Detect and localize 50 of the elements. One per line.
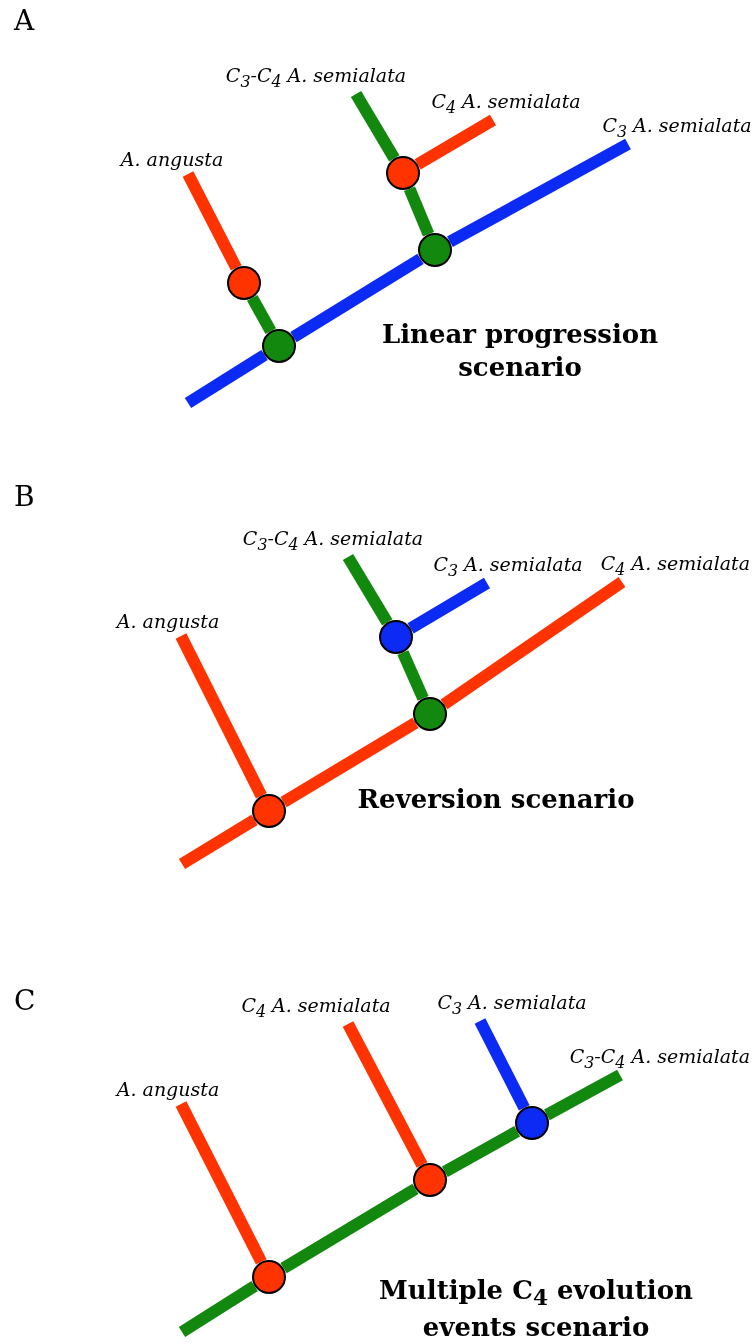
branch-line <box>407 577 491 634</box>
branch-line <box>280 1183 419 1274</box>
taxon-label: A. angusta <box>116 1078 220 1102</box>
scenario-caption: Reversion scenario <box>356 783 636 816</box>
branch-line <box>404 186 434 237</box>
taxon-label: C$_{3}$-C$_{4}$ A. semialata <box>569 1045 750 1073</box>
taxon-label: A. angusta <box>116 610 220 634</box>
panel-letter: C <box>14 984 36 1017</box>
branch-line <box>474 1018 530 1111</box>
taxon-label: A. angusta <box>120 148 224 172</box>
branch-line <box>414 114 497 170</box>
scenario-caption: Multiple C$_{4}$ evolution events scenario <box>378 1274 694 1344</box>
node-circle <box>252 794 286 828</box>
node-circle <box>227 266 261 300</box>
branch-line <box>544 1069 623 1121</box>
branch-line <box>290 253 424 343</box>
branch-line <box>342 1021 428 1168</box>
branch-line <box>178 1281 258 1338</box>
panel-letter: B <box>14 480 35 513</box>
branch-line <box>184 349 268 409</box>
taxon-label: C$_{4}$ A. semialata <box>431 90 581 118</box>
panel-letter: A <box>14 4 35 37</box>
node-circle <box>379 620 413 654</box>
taxon-label: C$_{4}$ A. semialata <box>241 994 391 1022</box>
taxon-label: C$_{3}$ A. semialata <box>433 553 583 581</box>
node-circle <box>386 156 420 190</box>
taxon-label: C$_{3}$-C$_{4}$ A. semialata <box>225 64 407 92</box>
branch-line <box>441 1126 521 1177</box>
node-circle <box>413 1163 447 1197</box>
taxon-label: C$_{3}$ A. semialata <box>437 991 587 1019</box>
taxon-label: C$_{4}$ A. semialata <box>600 552 750 580</box>
taxon-label: C$_{3}$-C$_{4}$ A. semialata <box>242 527 424 555</box>
node-circle <box>252 1260 286 1294</box>
branch-line <box>247 294 276 335</box>
branch-line <box>350 90 400 162</box>
node-circle <box>515 1106 549 1140</box>
branch-line <box>447 138 631 248</box>
branch-line <box>397 650 429 701</box>
taxon-label: C$_{3}$ A. semialata <box>602 114 752 142</box>
node-circle <box>418 233 452 267</box>
branch-line <box>342 553 393 626</box>
branch-line <box>182 171 242 271</box>
branch-line <box>175 1101 267 1265</box>
branch-line <box>178 814 258 870</box>
scenario-caption: Linear progression scenario <box>380 318 660 383</box>
branch-line <box>440 577 626 710</box>
branch-line <box>280 717 419 808</box>
branch-line <box>175 633 267 799</box>
node-circle <box>262 329 296 363</box>
node-circle <box>413 697 447 731</box>
